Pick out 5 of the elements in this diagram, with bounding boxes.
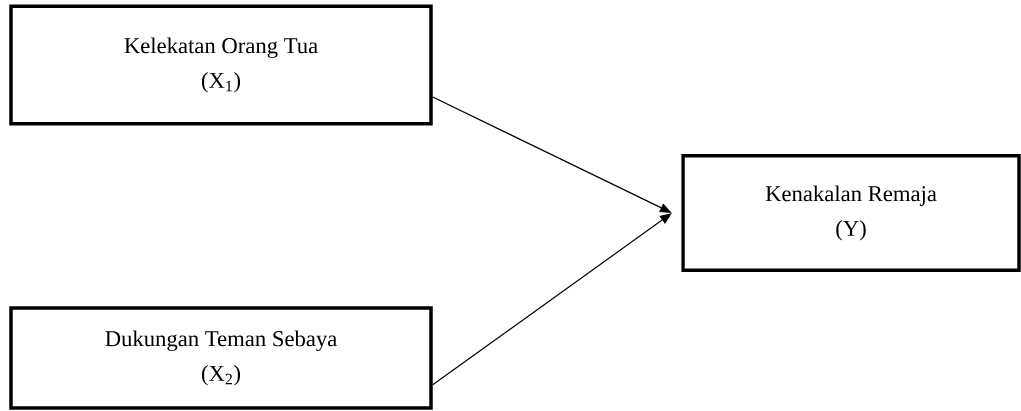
- arrow: [432, 96, 672, 213]
- box: Kenakalan Remaja (Y): [681, 153, 1021, 273]
- arrow: [432, 213, 672, 386]
- box: Dukungan Teman Sebaya (X$_{2}$): [9, 306, 433, 410]
- box: Kelekatan Orang Tua (X$_{1}$): [9, 4, 433, 126]
